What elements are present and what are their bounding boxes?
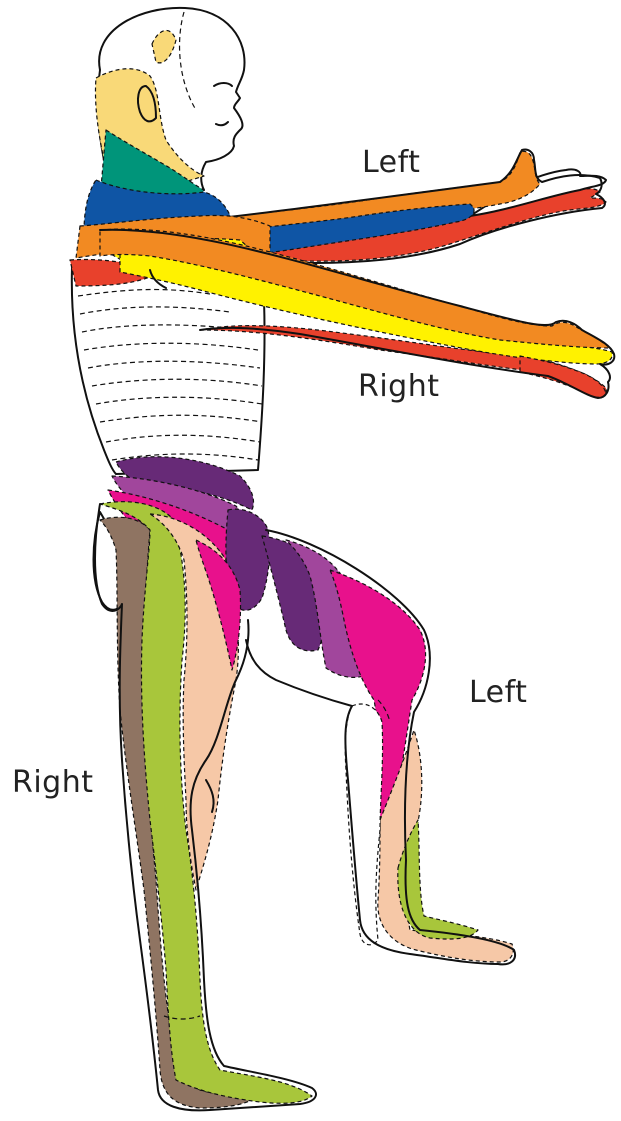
left-leg [246,530,515,964]
eye [214,83,232,86]
torso-dash-8 [100,415,262,422]
torso-dash-9 [106,435,260,442]
torso-dash-1 [78,290,210,296]
torso-dash-2 [80,307,230,314]
head-dash [180,12,196,110]
left-shin-lime [398,820,478,939]
mouth [216,122,228,125]
torso [70,130,270,474]
torso-dash-5 [88,361,260,368]
torso-dash-6 [92,379,262,386]
left-leg-label: Left [469,678,527,708]
scalp-yellow-patch [152,30,176,62]
right-leg-label: Right [12,768,94,798]
right-arm-label: Right [358,372,440,402]
left-arm-label: Left [362,148,420,178]
torso-dash-4 [84,343,258,350]
torso-dash-7 [96,397,262,404]
